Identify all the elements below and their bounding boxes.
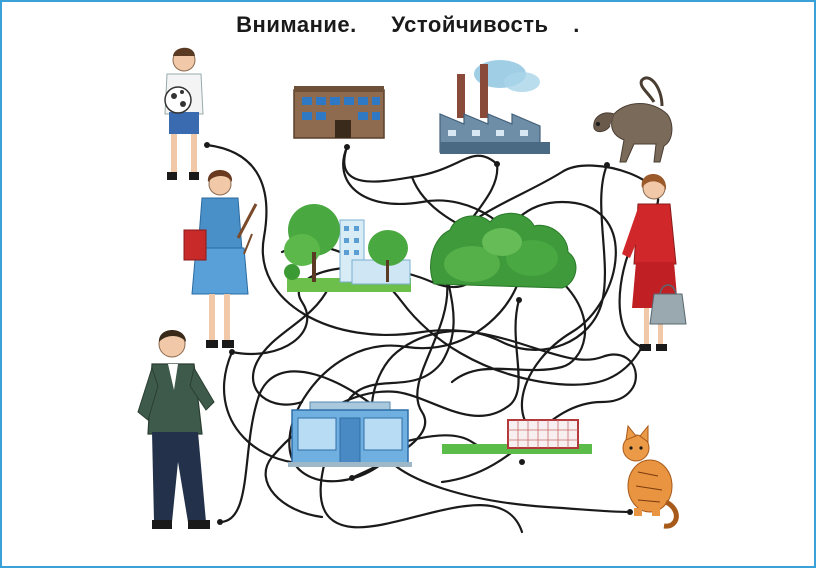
endpoint-shop [349,475,355,481]
endpoint-dog [604,162,610,168]
maze-lines [205,143,660,534]
woman-with-bag-icon [622,174,687,351]
endpoint-factory [494,161,500,167]
endpoint-school [344,144,350,150]
maze-line-boy [205,143,637,484]
endpoint-boy [204,142,210,148]
maze-line-park [251,285,331,406]
factory-icon [439,60,550,154]
boy-with-ball-icon [164,47,204,180]
dog-icon [593,76,673,163]
title-word-attention: Внимание. [236,12,357,37]
endpoint-cat [627,509,633,515]
cat-icon [622,424,679,529]
school-icon [293,86,385,139]
man-icon [137,330,215,529]
maze-line-man [218,145,524,524]
teacher-icon [183,170,258,348]
title-word-stability: Устойчивость [391,12,549,37]
maze-line-dog [370,163,632,514]
endpoint-man [217,519,223,525]
park-with-houses-icon [284,204,411,292]
shop-icon [288,401,412,467]
forest-icon [430,212,577,289]
football-goal-icon [442,419,592,454]
maze-line-forest [264,298,521,519]
page-title: Внимание. Устойчивость . [2,12,814,38]
endpoint-teacher [229,349,235,355]
endpoint-forest [516,297,522,303]
title-dot: . [573,12,580,37]
endpoint-football [519,459,525,465]
